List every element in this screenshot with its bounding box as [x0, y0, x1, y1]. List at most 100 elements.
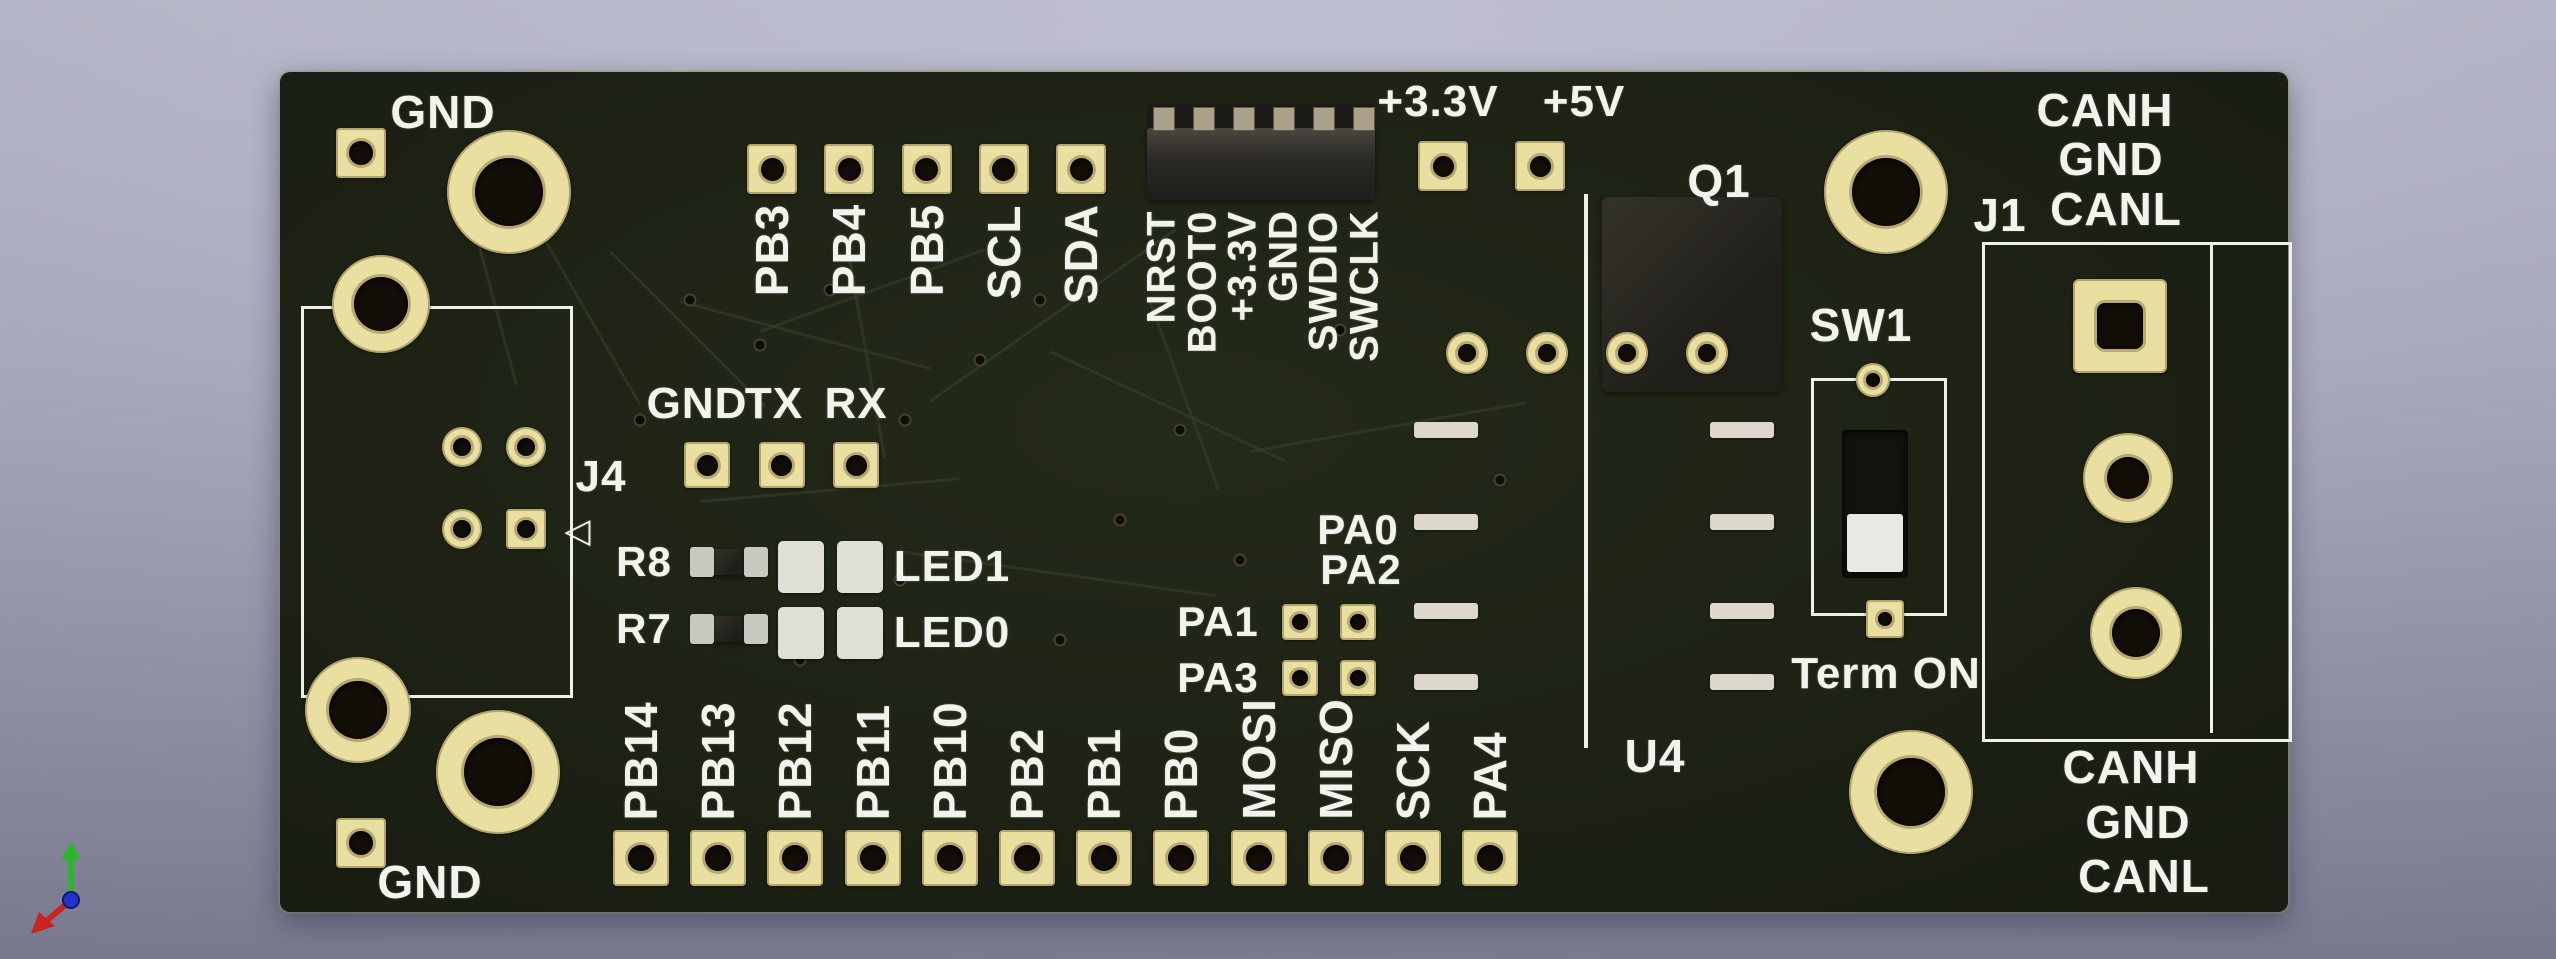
drill-hole — [1350, 614, 1366, 630]
ref-r7: R7 — [616, 605, 672, 652]
label-canh-bottom: CANH — [2062, 741, 2200, 793]
ref-j1: J1 — [1973, 189, 2027, 241]
label-gnd-can-top: GND — [2058, 133, 2164, 185]
through-hole-pad — [1462, 830, 1519, 886]
u4-pad-bar — [1414, 603, 1478, 619]
through-hole-pad — [613, 830, 669, 886]
through-hole-pad — [767, 830, 824, 886]
j4-pin1-arrow-icon: ◁ — [564, 512, 592, 550]
r8-pad — [744, 547, 768, 577]
mounting-hole — [1824, 130, 1948, 254]
u4-pad-bar — [1414, 514, 1478, 530]
label-canl-bottom: CANL — [2078, 850, 2210, 902]
pin-label: PB10 — [923, 700, 976, 821]
pin-label: PB3 — [746, 203, 798, 297]
drill-hole — [2112, 609, 2160, 657]
through-hole-pad — [1340, 604, 1376, 640]
label-gnd-bottom: GND — [377, 856, 483, 908]
drill-hole — [1400, 845, 1426, 871]
drill-hole — [1477, 845, 1504, 871]
u4-pad-bar — [1414, 674, 1478, 690]
through-hole-pad — [999, 830, 1055, 886]
drill-hole — [453, 438, 471, 456]
drill-hole — [1014, 845, 1040, 871]
pin-label: MOSI — [1232, 698, 1285, 820]
drill-hole — [1458, 344, 1476, 362]
through-hole-pad — [833, 442, 880, 488]
r8-pad — [690, 547, 714, 577]
r7-body — [712, 616, 746, 642]
gnd-test-pad — [336, 128, 386, 178]
drill-hole — [517, 438, 535, 456]
pin-label: BOOT0 — [1180, 210, 1225, 353]
through-hole-pad — [1606, 332, 1648, 374]
drill-hole — [1292, 670, 1308, 686]
drill-hole — [771, 454, 793, 476]
through-hole-pad — [1056, 144, 1107, 194]
drill-hole — [696, 454, 718, 476]
connector-pin — [1273, 107, 1295, 131]
via-hole — [1113, 513, 1127, 527]
axis-gizmo — [31, 842, 81, 934]
j1-outline — [1982, 242, 2292, 742]
drill-hole — [1292, 614, 1308, 630]
j1-pad-2 — [2083, 433, 2173, 523]
u4-silk-line — [1584, 194, 1588, 748]
pin-label: PA4 — [1464, 730, 1517, 821]
through-hole-pad — [1515, 141, 1565, 191]
via-hole — [633, 413, 647, 427]
led0-pad — [778, 607, 824, 659]
drill-hole — [354, 277, 408, 331]
r7-pad — [690, 614, 714, 644]
u4-pad-bar — [1414, 422, 1478, 438]
pin-label: PB0 — [1155, 727, 1208, 821]
via-hole — [753, 338, 767, 352]
pin-label: SWDIO — [1301, 210, 1346, 351]
drill-hole — [453, 520, 471, 538]
u4-pad-bar — [1710, 674, 1774, 690]
pin-label: PB4 — [823, 203, 876, 297]
through-hole-pad — [690, 830, 747, 886]
pin-label: MISO — [1309, 698, 1362, 820]
j4-pad-pin1 — [506, 509, 546, 549]
drill-hole — [1322, 845, 1349, 871]
pin-label: NRST — [1139, 210, 1184, 323]
through-hole-pad — [1418, 141, 1468, 191]
pin-label: SDA — [1055, 203, 1108, 305]
label-uart-rx: RX — [824, 379, 888, 428]
j4-footprint-outline — [301, 306, 573, 698]
via-hole — [1173, 423, 1187, 437]
label-term-on: Term ON — [1791, 649, 1981, 698]
label-3v3: +3.3V — [1377, 77, 1499, 126]
axis-y-arrowhead — [61, 842, 81, 860]
label-pa0: PA0 — [1317, 506, 1399, 553]
sw1-pad — [1856, 363, 1890, 397]
drill-hole — [517, 520, 535, 538]
gnd-test-pad — [336, 818, 386, 868]
through-hole-pad — [1282, 604, 1318, 640]
j4-pad — [506, 427, 546, 467]
drill-hole — [1432, 155, 1454, 177]
through-hole-pad — [824, 144, 875, 194]
sw1-term-pad — [1866, 600, 1904, 638]
drill-hole — [845, 454, 867, 476]
drill-hole — [1350, 670, 1366, 686]
via-hole — [893, 573, 907, 587]
through-hole-pad — [758, 442, 805, 488]
pin-label: SWCLK — [1342, 210, 1387, 362]
drill-hole — [1245, 845, 1272, 871]
via-hole — [683, 293, 697, 307]
connector-pin — [1313, 107, 1335, 131]
via-hole — [1233, 553, 1247, 567]
mounting-hole — [332, 255, 430, 353]
led0-pad — [837, 607, 883, 659]
through-hole-pad — [921, 830, 978, 886]
label-5v: +5V — [1542, 77, 1626, 126]
drill-hole — [837, 157, 861, 181]
label-gnd-can-bottom: GND — [2085, 796, 2191, 848]
mounting-hole — [305, 657, 411, 763]
connector-pin — [1233, 107, 1255, 131]
through-hole-pad — [1076, 830, 1133, 886]
pin-label: +3.3V — [1220, 210, 1265, 321]
